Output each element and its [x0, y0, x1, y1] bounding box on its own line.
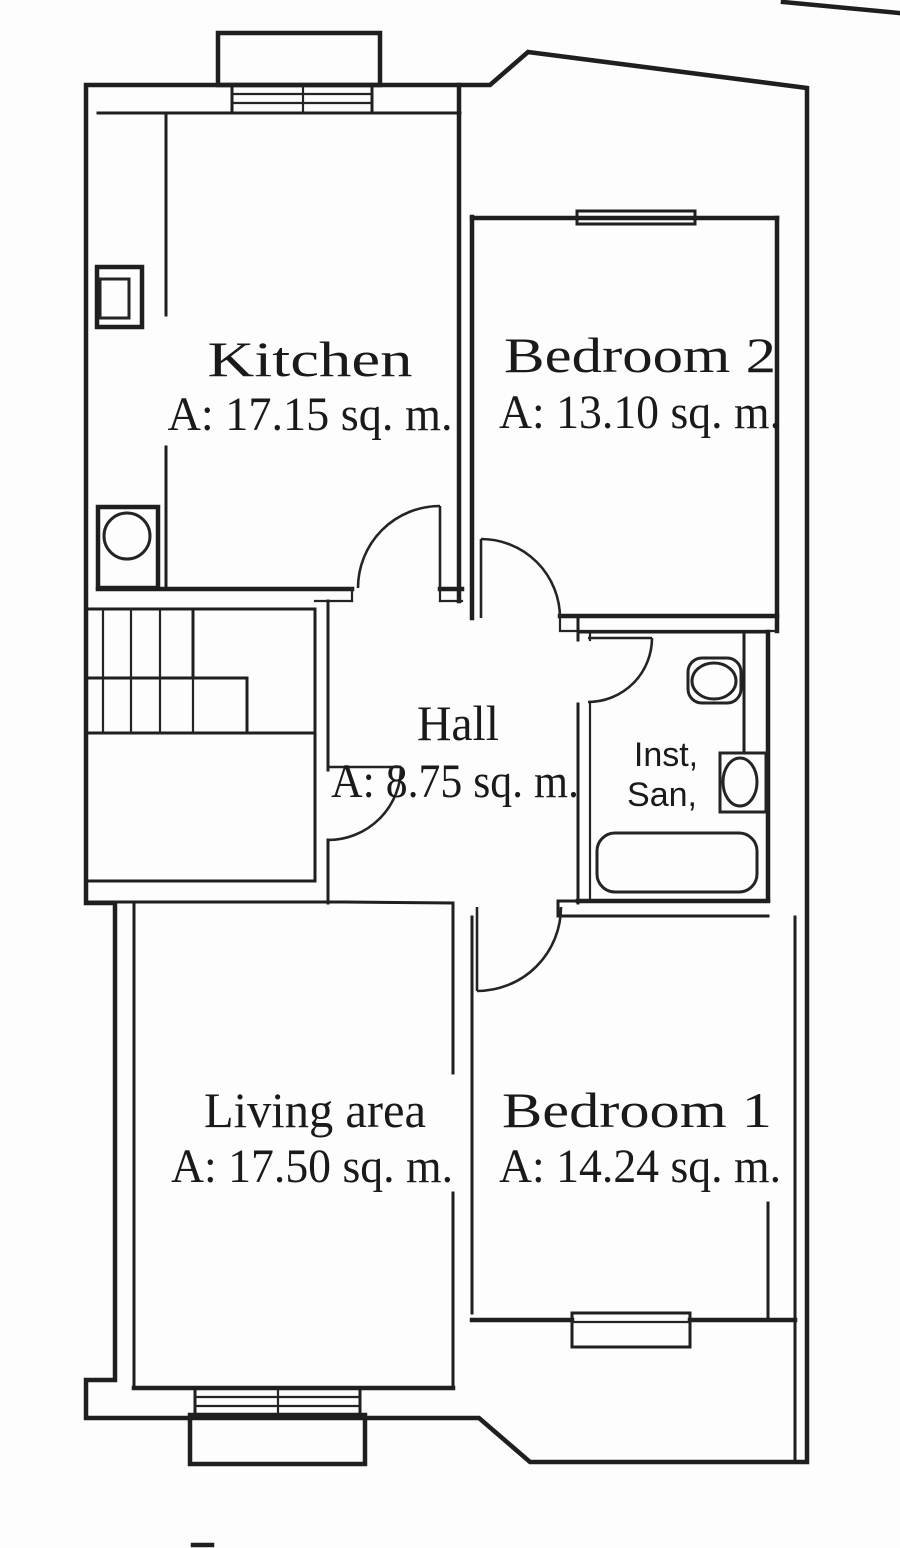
- bathroom-door-arc: [587, 637, 654, 704]
- bedroom1-top-wall-inner: [556, 899, 770, 918]
- kitchen-area: A: 17.15 sq. m.: [168, 388, 453, 441]
- bottom-balcony: [187, 1412, 368, 1467]
- toilet-tank: [686, 656, 743, 705]
- hall-area: A: 8.75 sq. m.: [331, 755, 579, 808]
- room-label-living: Living area A: 17.50 sq. m.: [171, 1082, 453, 1193]
- bedroom1-walls: [469, 915, 798, 1464]
- bedroom2-area: A: 13.10 sq. m.: [499, 386, 781, 439]
- bathtub: [595, 831, 759, 894]
- bedroom2-name: Bedroom 2: [504, 327, 776, 383]
- bedroom1-name: Bedroom 1: [502, 1082, 772, 1138]
- kitchen-name: Kitchen: [208, 331, 413, 387]
- bedroom2-door-arc: [480, 537, 562, 619]
- kitchen-door-jambs: [350, 587, 442, 603]
- living-window-glazing: [193, 1386, 362, 1417]
- kitchen-walls: [95, 82, 465, 604]
- stairs-outline: [84, 607, 317, 735]
- sink-counter: [718, 751, 768, 814]
- stairs: [84, 607, 317, 735]
- living-top-wall-right: [343, 900, 455, 905]
- kitchen-door-arc: [356, 504, 441, 589]
- bedroom2-door: [479, 537, 562, 619]
- bathroom-label-line2: San,: [627, 776, 697, 814]
- bedroom1-door: [475, 906, 563, 993]
- kitchen-window-glazing: [230, 83, 374, 115]
- bedroom1-window-frame: [570, 1311, 692, 1349]
- living-window: [193, 1386, 362, 1417]
- living-bedroom1-divider: [343, 900, 474, 1389]
- living-name: Living area: [204, 1082, 426, 1138]
- bedroom1-window: [570, 1311, 692, 1349]
- bathroom-walls: [556, 614, 771, 918]
- shaft-inner-box: [98, 277, 131, 320]
- room-label-bedroom1: Bedroom 1 A: 14.24 sq. m.: [499, 1082, 781, 1193]
- boiler-box: [95, 504, 161, 591]
- bedroom1-area: A: 14.24 sq. m.: [499, 1140, 781, 1193]
- shaft-outer-box: [94, 264, 145, 330]
- room-label-bedroom2: Bedroom 2 A: 13.10 sq. m.: [499, 327, 781, 439]
- bathroom-label-line1: Inst,: [634, 736, 698, 774]
- kitchen-door: [356, 504, 442, 589]
- stairs-treads-lower: [101, 676, 195, 735]
- toilet: [686, 656, 743, 705]
- toilet-bowl: [690, 661, 738, 701]
- kitchen-wall-shaft: [94, 264, 145, 330]
- sink-basin: [721, 756, 759, 808]
- living-area-size: A: 17.50 sq. m.: [171, 1140, 453, 1193]
- bathroom-label: Inst, San,: [627, 736, 698, 814]
- entrance-door: [327, 765, 403, 842]
- kitchen-boiler: [95, 504, 161, 591]
- room-label-hall: Hall A: 8.75 sq. m.: [331, 695, 579, 808]
- bathroom-door: [587, 636, 654, 704]
- bedroom2-window: [575, 209, 697, 226]
- adjacent-unit-line: [780, 0, 900, 16]
- entrance-door-arc: [327, 766, 403, 842]
- top-balcony: [215, 30, 383, 88]
- kitchen-window: [230, 83, 374, 115]
- hall-name: Hall: [417, 695, 499, 751]
- bedroom1-door-arc: [476, 906, 563, 993]
- boiler-circle: [102, 511, 152, 561]
- hall-walls: [84, 599, 347, 905]
- room-label-kitchen: Kitchen A: 17.15 sq. m.: [168, 331, 453, 441]
- sink: [718, 751, 768, 814]
- stairs-treads-upper: [101, 607, 162, 680]
